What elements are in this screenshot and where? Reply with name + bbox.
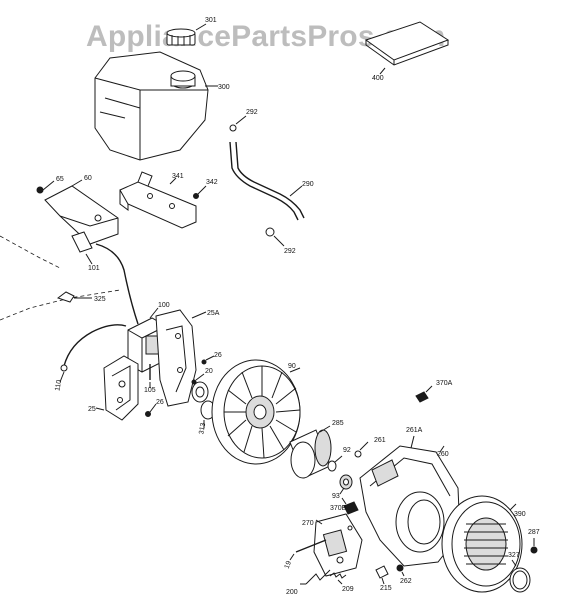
label-262: 262 [400, 578, 412, 585]
spring-200 [300, 569, 331, 585]
starter-cup-285 [289, 425, 332, 479]
label-25: 25 [88, 406, 96, 413]
screw-26-lower [145, 403, 157, 417]
tank-bracket-341 [119, 171, 197, 229]
bracket-370B [341, 497, 359, 515]
label-20: 20 [205, 368, 213, 375]
label-105: 105 [144, 387, 156, 394]
label-209: 209 [342, 586, 354, 593]
label-90: 90 [288, 363, 296, 370]
label-60: 60 [84, 175, 92, 182]
label-313: 313 [198, 422, 207, 435]
label-270: 270 [302, 520, 314, 527]
label-400: 400 [372, 75, 384, 82]
fuel-cap-301 [166, 23, 207, 46]
label-292-top: 292 [246, 109, 258, 116]
part-labels: 301 300 400 292 290 292 65 60 341 342 10… [54, 17, 539, 596]
label-390: 390 [514, 511, 526, 518]
fuel-line-290 [229, 141, 305, 221]
label-26-upper: 26 [214, 352, 222, 359]
fuel-tank-300 [94, 51, 218, 161]
bushing-313 [191, 381, 216, 428]
connector-101 [71, 231, 93, 265]
screw-262 [396, 564, 405, 577]
hose-clip-292-top [229, 115, 247, 132]
starter-housing-260 [359, 445, 461, 567]
screw-342 [193, 185, 207, 199]
label-370B: 370B [330, 505, 347, 512]
clip-370A [415, 385, 433, 403]
label-327: 327 [508, 552, 520, 559]
label-287: 287 [528, 529, 540, 536]
pin-215 [375, 565, 389, 585]
label-65: 65 [56, 176, 64, 183]
label-260: 260 [437, 451, 449, 458]
label-285: 285 [332, 420, 344, 427]
screw-261 [354, 441, 369, 458]
backplate-25 [95, 355, 139, 421]
dashed-boundary [0, 235, 121, 321]
label-26-lower: 26 [156, 399, 164, 406]
bracket-60 [44, 179, 119, 245]
screw-65 [36, 180, 55, 194]
filter-pad-400 [364, 21, 450, 75]
label-261A: 261A [406, 427, 423, 434]
label-200: 200 [286, 589, 298, 596]
label-342: 342 [206, 179, 218, 186]
label-292-bottom: 292 [284, 248, 296, 255]
label-370A: 370A [436, 380, 453, 387]
pin-20 [191, 373, 205, 385]
label-25A: 25A [207, 310, 220, 317]
hose-clip-292-bottom [265, 227, 285, 247]
clip-325 [56, 291, 92, 303]
control-plate-270 [313, 513, 363, 577]
screw-287 [530, 538, 538, 554]
ignition-wire [95, 243, 139, 325]
label-100: 100 [158, 302, 170, 309]
label-93: 93 [332, 493, 340, 500]
flywheel-90 [211, 359, 301, 465]
rod-19 [289, 539, 327, 561]
housing-25A [155, 309, 207, 407]
nut-93 [339, 474, 353, 495]
wire-110 [59, 324, 127, 383]
label-300: 300 [218, 84, 230, 91]
label-290: 290 [302, 181, 314, 188]
label-301: 301 [205, 17, 217, 24]
label-261: 261 [374, 437, 386, 444]
label-92: 92 [343, 447, 351, 454]
label-341: 341 [172, 173, 184, 180]
label-325: 325 [94, 296, 106, 303]
label-110: 110 [54, 379, 63, 391]
label-101: 101 [88, 265, 100, 272]
washer-92 [327, 455, 343, 472]
ring-327 [509, 559, 531, 593]
label-215: 215 [380, 585, 392, 592]
screw-26-upper [201, 355, 215, 365]
label-19: 19 [284, 560, 293, 570]
starter-grill-390 [441, 495, 523, 593]
spring-209 [329, 572, 347, 585]
